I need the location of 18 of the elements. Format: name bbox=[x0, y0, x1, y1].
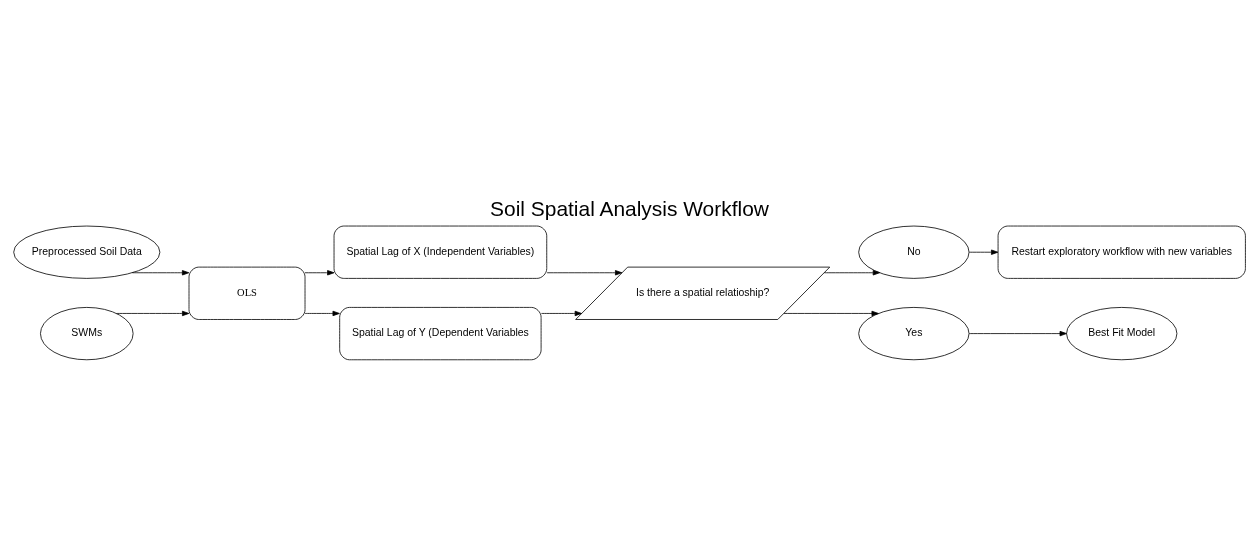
arrow bbox=[304, 310, 340, 317]
node-box: Restart exploratory workflow with new variables bbox=[997, 225, 1246, 279]
node-box: OLS bbox=[188, 266, 306, 320]
arrow bbox=[546, 270, 623, 276]
node-ellipse: Preprocessed Soil Data bbox=[13, 225, 161, 279]
arrow bbox=[968, 249, 999, 255]
diagram-title: Soil Spatial Analysis Workflow bbox=[490, 197, 769, 221]
node-box: Spatial Lag of Y (Dependent Variables bbox=[339, 307, 542, 361]
arrow bbox=[968, 330, 1067, 337]
arrow bbox=[131, 270, 190, 276]
arrow bbox=[304, 270, 335, 276]
arrow bbox=[116, 310, 190, 317]
arrow bbox=[783, 310, 879, 317]
arrow bbox=[541, 310, 582, 317]
node-ellipse: SWMs bbox=[40, 307, 134, 361]
node-ellipse: Best Fit Model bbox=[1066, 307, 1178, 361]
node-box: Spatial Lag of X (Independent Variables) bbox=[333, 225, 548, 279]
arrow bbox=[823, 270, 880, 276]
